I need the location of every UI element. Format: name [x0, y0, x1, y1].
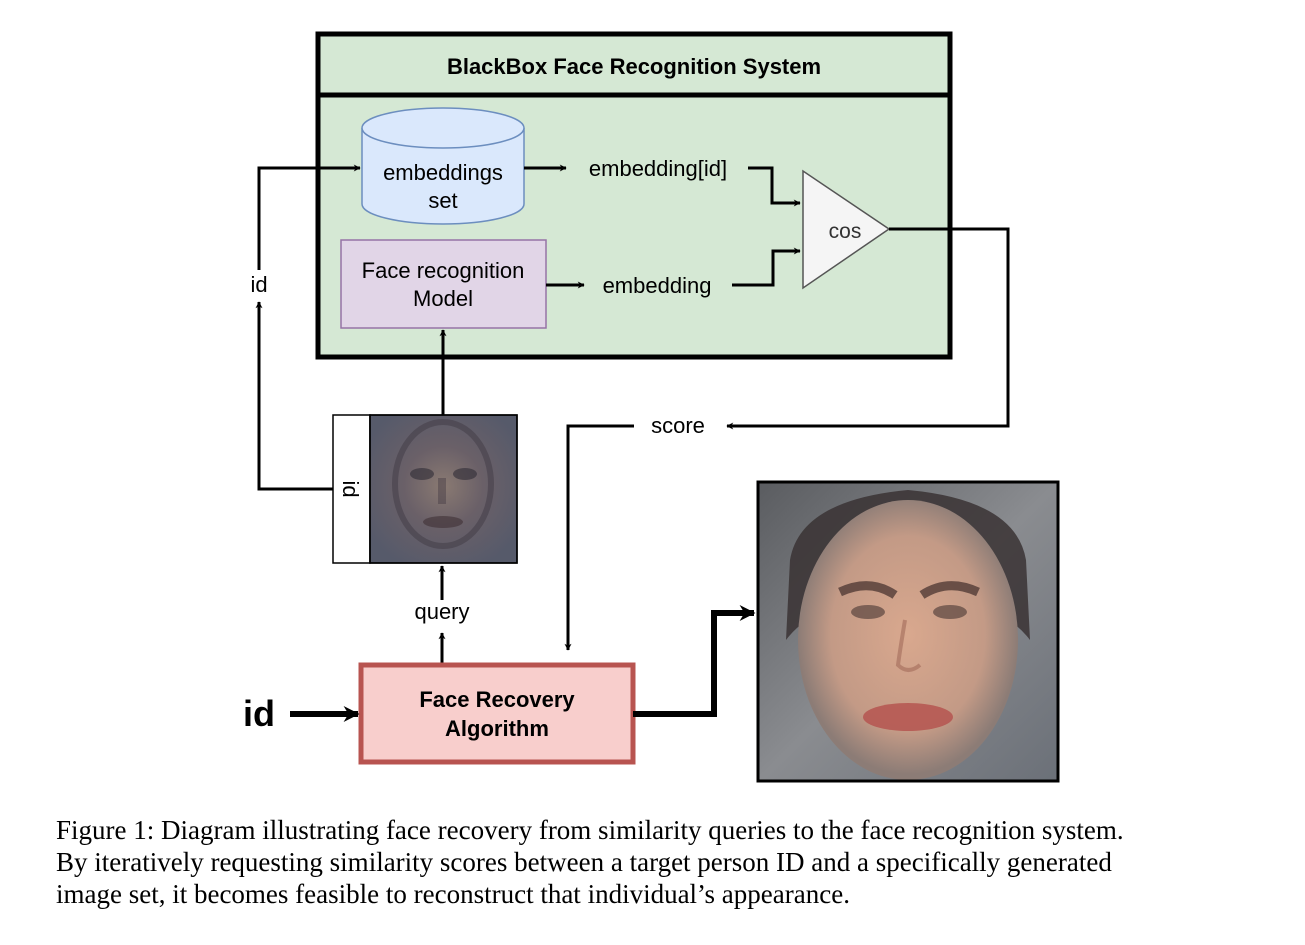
algorithm-label-line1: Face Recovery	[419, 687, 575, 712]
recovered-face-image	[756, 480, 1060, 783]
blackbox-system: BlackBox Face Recognition System embeddi…	[315, 31, 953, 360]
embeddings-set-label-line1: embeddings	[383, 160, 503, 185]
face-recognition-model: Face recognition Model	[340, 239, 547, 329]
id-input-label: id	[243, 693, 275, 734]
cos-operator: cos	[802, 169, 891, 290]
score-label: score	[651, 413, 705, 438]
arrow-algorithm-to-recovered-face	[633, 605, 756, 717]
model-label-line2: Model	[413, 286, 473, 311]
query-id-tag	[332, 414, 371, 564]
noise-face-image	[369, 414, 518, 564]
embeddings-set: embeddings set	[361, 107, 525, 225]
model-label-line1: Face recognition	[362, 258, 525, 283]
algorithm-label-line2: Algorithm	[445, 716, 549, 741]
caption-line-1: Figure 1: Diagram illustrating face reco…	[56, 815, 1124, 845]
query-image-set: id	[332, 414, 518, 564]
caption-line-2: By iteratively requesting similarity sco…	[56, 847, 1112, 877]
id-path-label: id	[250, 272, 267, 297]
system-title: BlackBox Face Recognition System	[447, 54, 821, 79]
cos-label: cos	[829, 220, 862, 243]
figure-caption: Figure 1: Diagram illustrating face reco…	[56, 814, 1256, 910]
caption-line-3: image set, it becomes feasible to recons…	[56, 879, 850, 909]
arrow-embedding-to-cos	[732, 247, 801, 287]
query-label: query	[414, 599, 469, 624]
arrow-id-to-embeddings	[257, 164, 361, 270]
arrow-query-id-to-id-label	[255, 301, 334, 491]
arrow-cos-to-score	[726, 227, 1010, 430]
query-id-tag-label: id	[338, 480, 363, 497]
arrow-score-to-algorithm	[564, 424, 634, 651]
arrow-embedding-id-to-cos	[748, 166, 801, 207]
face-recovery-algorithm: Face Recovery Algorithm	[358, 662, 636, 765]
embedding-label: embedding	[603, 273, 712, 298]
embedding-id-label: embedding[id]	[589, 156, 727, 181]
embeddings-set-label-line2: set	[428, 188, 457, 213]
